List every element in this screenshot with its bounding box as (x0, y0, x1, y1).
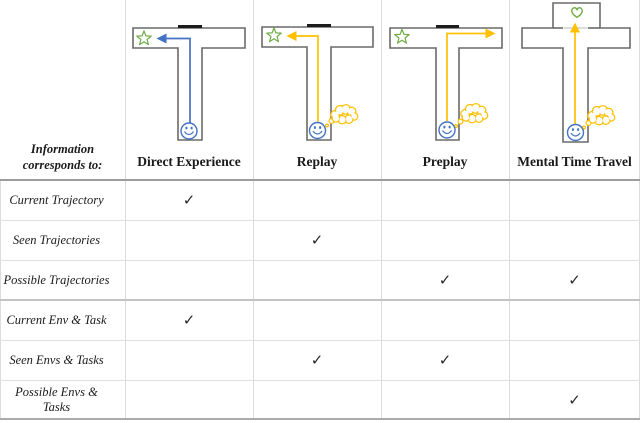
closed-door-icon (436, 25, 459, 28)
maze-diagrams (132, 2, 631, 143)
header-separator-line (0, 179, 640, 181)
grid-vline (509, 0, 510, 419)
table-row: Possible Envs & Tasks ✓ (0, 380, 640, 420)
trajectory-arrow (286, 30, 319, 122)
maze-walls (521, 2, 631, 143)
row-line (0, 260, 640, 261)
thought-bubble-icon (454, 103, 489, 128)
maze-replay (261, 24, 374, 141)
row-line (0, 220, 640, 221)
closed-door-icon (178, 25, 202, 28)
row-label: Seen Trajectories (12, 232, 101, 247)
table-row: Current Env & Task ✓ (0, 300, 640, 340)
check-cell: ✓ (182, 191, 196, 209)
maze-walls (132, 27, 246, 141)
closed-door-icon (307, 24, 331, 27)
grid-vline (125, 0, 126, 419)
smiley-agent-icon (180, 122, 198, 140)
table-row: Seen Trajectories ✓ (0, 220, 640, 260)
info-header-line1: Information (30, 142, 95, 156)
row-label: Possible Envs & Tasks (15, 385, 98, 414)
column-header-mental-time-travel: Mental Time Travel (517, 154, 632, 169)
smiley-agent-icon (438, 121, 456, 139)
smiley-agent-icon (308, 121, 327, 140)
grid-vline (253, 0, 254, 419)
trajectory-arrow (446, 28, 496, 121)
row-label: Current Trajectory (9, 192, 104, 207)
table-bottom-line (0, 418, 640, 420)
check-cell: ✓ (438, 351, 452, 369)
check-cell: ✓ (568, 271, 581, 289)
table-row: Possible Trajectories ✓ ✓ (0, 260, 640, 300)
check-cell: ✓ (182, 311, 196, 329)
grid-vline (381, 0, 382, 419)
maze-walls (389, 27, 503, 141)
column-header-replay: Replay (296, 154, 338, 169)
row-label: Seen Envs & Tasks (9, 352, 104, 367)
column-header-preplay: Preplay (422, 154, 468, 169)
thought-bubble-icon (325, 104, 359, 128)
check-cell: ✓ (310, 351, 324, 369)
check-cell: ✓ (438, 271, 452, 289)
row-line (0, 380, 640, 381)
info-corresponds-header: Information corresponds to: (0, 141, 125, 173)
maze-direct-experience (132, 25, 246, 141)
row-label: Current Env & Task (6, 312, 107, 327)
maze-preplay (389, 25, 503, 141)
trajectory-arrow (156, 33, 191, 123)
info-header-line2: corresponds to: (22, 158, 103, 172)
column-header-direct-experience: Direct Experience (137, 154, 241, 169)
smiley-agent-icon (566, 123, 585, 142)
table-row: Seen Envs & Tasks ✓ ✓ (0, 340, 640, 380)
maze-mental-time-travel (521, 2, 631, 143)
row-line (0, 340, 640, 341)
table-row: Current Trajectory ✓ (0, 180, 640, 220)
group-separator-line (0, 299, 640, 301)
check-cell: ✓ (568, 391, 581, 409)
row-label: Possible Trajectories (3, 272, 110, 287)
check-cell: ✓ (310, 231, 324, 249)
